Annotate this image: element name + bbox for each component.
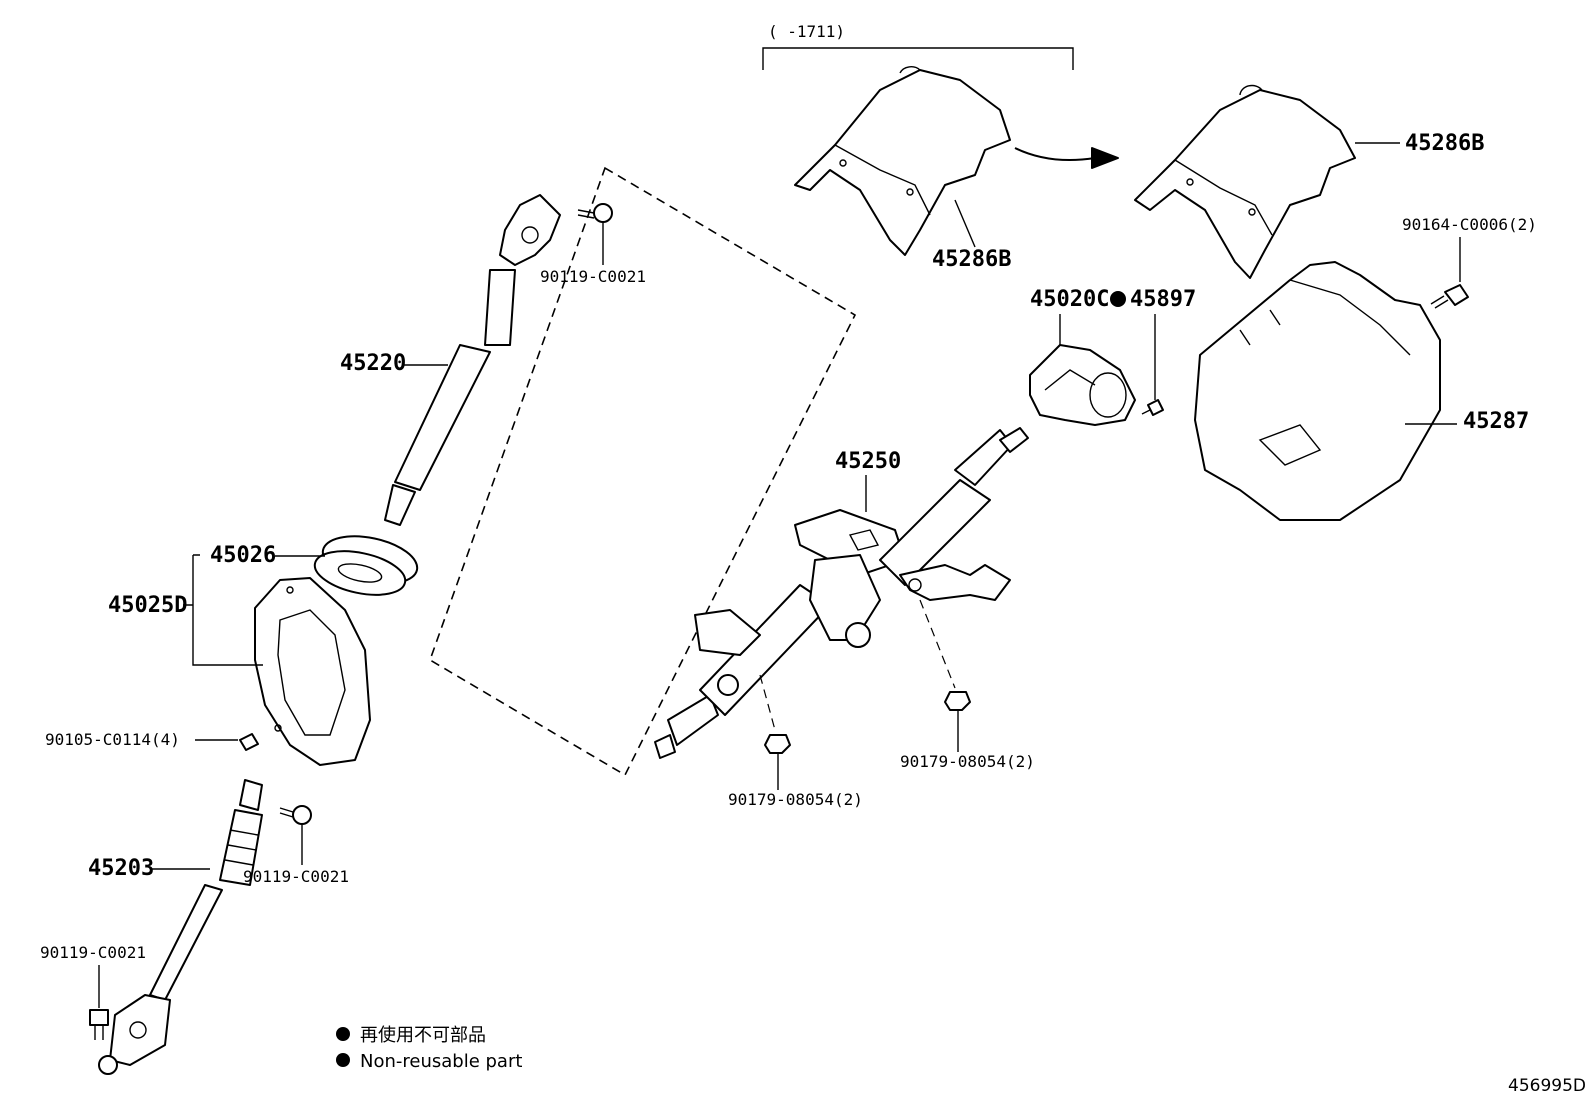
- drawing-id: 456995D: [1508, 1076, 1586, 1096]
- part-label-45025D: 45025D: [108, 593, 187, 618]
- upper-cover-old-45286B: [794, 66, 1011, 256]
- bolt-90119-mid: [279, 805, 312, 825]
- date-range-bracket: ( -1711): [762, 22, 1074, 70]
- part-label-45286B-left: 45286B: [932, 247, 1011, 272]
- bearing-45026: [313, 535, 419, 596]
- part-label-90119-top: 90119-C0021: [540, 267, 646, 286]
- hole-cover-45025D: [254, 577, 371, 766]
- intermediate-shaft-45220: [384, 194, 561, 526]
- screw-90164: [1430, 284, 1469, 309]
- legend-dot-1: [336, 1027, 350, 1041]
- nut-90179-right: [944, 691, 971, 711]
- clip-45897: [1141, 399, 1164, 416]
- part-label-45287: 45287: [1463, 409, 1529, 434]
- part-label-90119-bottom: 90119-C0021: [40, 943, 146, 962]
- replacement-arrow: [1014, 147, 1119, 169]
- legend-text-en: Non-reusable part: [360, 1051, 522, 1072]
- lower-cover-45287: [1194, 261, 1441, 521]
- part-label-45026: 45026: [210, 543, 276, 568]
- bolt-90119-bottom: [89, 1009, 109, 1040]
- part-label-45220: 45220: [340, 351, 406, 376]
- steering-column-45250: [654, 427, 1029, 759]
- part-label-45897: 45897: [1130, 287, 1196, 312]
- part-label-90105: 90105-C0114(4): [45, 730, 180, 749]
- lock-body-45020C: [1029, 344, 1136, 426]
- assembly-dashed-boundary: [429, 166, 857, 777]
- nut-90179-left: [764, 734, 791, 754]
- non-reusable-marker-45897: [1110, 291, 1126, 307]
- bolt-90105: [239, 733, 259, 751]
- part-label-45250: 45250: [835, 449, 901, 474]
- part-label-45286B-right: 45286B: [1405, 131, 1484, 156]
- part-label-90179-left: 90179-08054(2): [728, 790, 863, 809]
- part-label-90164: 90164-C0006(2): [1402, 215, 1537, 234]
- date-range-label: ( -1711): [768, 22, 845, 41]
- legend-text-jp: 再使用不可部品: [360, 1025, 486, 1046]
- legend-dot-2: [336, 1053, 350, 1067]
- part-label-45203: 45203: [88, 856, 154, 881]
- bolt-90119-top: [577, 203, 613, 223]
- legend: 再使用不可部品 Non-reusable part: [336, 1025, 522, 1072]
- part-label-90179-right: 90179-08054(2): [900, 752, 1035, 771]
- lower-shaft-45203: [98, 779, 263, 1075]
- upper-cover-new-45286B: [1134, 84, 1356, 279]
- part-label-90119-mid: 90119-C0021: [243, 867, 349, 886]
- part-label-45020C: 45020C: [1030, 287, 1109, 312]
